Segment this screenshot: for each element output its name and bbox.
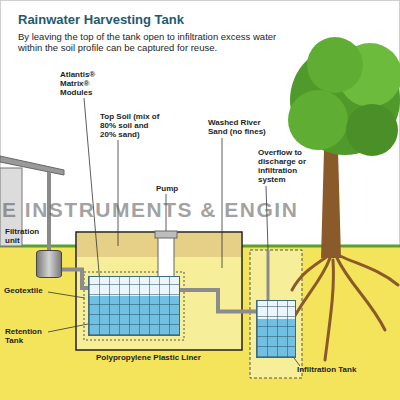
- leader-line: [118, 140, 119, 246]
- root: [337, 258, 385, 330]
- filtration-unit: Filtration unit: [36, 250, 62, 278]
- watermark: E INSTRUMENTS & ENGIN: [2, 198, 398, 222]
- root: [292, 256, 328, 290]
- retention-tank: Retention Tank: [88, 276, 180, 336]
- callout-label: Atlantis® Matrix® Modules: [60, 70, 106, 97]
- plastic-liner: [76, 232, 242, 350]
- callout-label: Overflow to discharge or infiltration sy…: [258, 148, 318, 184]
- callout-label: Washed River Sand (no fines): [208, 118, 270, 136]
- overflow-pipe: [267, 250, 270, 300]
- diagram-title: Rainwater Harvesting Tank: [18, 12, 184, 27]
- leader-line: [84, 98, 100, 284]
- canopy-shape: [346, 104, 398, 156]
- subtitle-note: By leaving the top of the tank open to i…: [18, 31, 286, 53]
- house-roof: [0, 156, 64, 175]
- root: [325, 260, 333, 360]
- canopy-shape: [307, 37, 363, 93]
- water-pipe: [180, 290, 256, 312]
- leader-lines: [48, 98, 300, 366]
- tank-label: Infiltration Tank: [297, 365, 377, 374]
- canopy-shape: [288, 90, 348, 150]
- pump-head: [155, 231, 177, 238]
- leader-line: [48, 324, 88, 332]
- callout-label: Geotextile: [4, 286, 54, 295]
- infiltration-pit: [250, 250, 302, 378]
- root: [340, 256, 398, 285]
- tank-label: Filtration unit: [5, 227, 53, 245]
- tank-label: Retention Tank: [5, 327, 53, 345]
- leader-line: [48, 292, 85, 298]
- infiltration-tank: Infiltration Tank: [256, 300, 296, 358]
- geotextile-wrap: [84, 272, 184, 340]
- tree-trunk: [321, 150, 341, 258]
- tree-roots: [285, 256, 398, 360]
- callout-label: Polypropylene Plastic Liner: [96, 353, 226, 362]
- water-pipe: [62, 270, 88, 288]
- leader-line: [294, 358, 300, 366]
- tree-canopy: [288, 37, 400, 156]
- callout-label: Top Soil (mix of 80% soil and 20% sand): [100, 112, 164, 139]
- callout-label: Pump: [156, 184, 186, 193]
